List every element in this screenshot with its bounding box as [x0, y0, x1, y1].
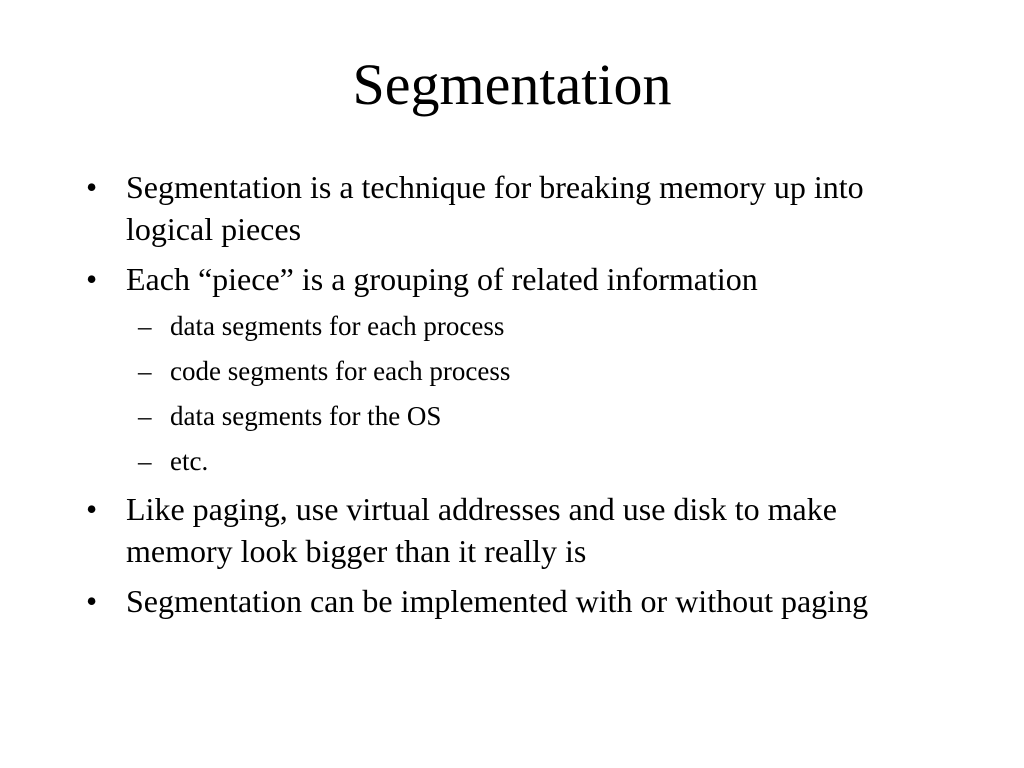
slide-title: Segmentation [352, 52, 672, 117]
bullet-item: • Segmentation can be implemented with o… [86, 580, 946, 622]
sub-bullet-item: – data segments for the OS [86, 398, 946, 434]
sub-bullet-text: data segments for the OS [170, 401, 442, 431]
bullet-text: Segmentation can be implemented with or … [126, 583, 869, 619]
sub-bullet-item: – code segments for each process [86, 353, 946, 389]
sub-bullet-text: data segments for each process [170, 311, 505, 341]
bullet-text: Segmentation is a technique for breaking… [126, 169, 864, 247]
bullet-list: • Segmentation is a technique for breaki… [86, 166, 946, 630]
bullet-marker: • [86, 583, 98, 619]
sub-bullet-item: – data segments for each process [86, 308, 946, 344]
sub-bullet-text: code segments for each process [170, 356, 511, 386]
sub-bullet-marker: – [138, 446, 152, 476]
sub-bullet-marker: – [138, 401, 152, 431]
sub-bullet-marker: – [138, 356, 152, 386]
bullet-marker: • [86, 261, 98, 297]
sub-bullet-item: – etc. [86, 443, 946, 479]
bullet-marker: • [86, 169, 98, 205]
sub-bullet-marker: – [138, 311, 152, 341]
sub-bullet-list: – data segments for each process – code … [86, 308, 946, 479]
bullet-text: Each “piece” is a grouping of related in… [126, 261, 758, 297]
bullet-item: • Each “piece” is a grouping of related … [86, 258, 946, 300]
bullet-item: • Segmentation is a technique for breaki… [86, 166, 946, 250]
bullet-text: Like paging, use virtual addresses and u… [126, 491, 837, 569]
bullet-item: • Like paging, use virtual addresses and… [86, 488, 946, 572]
bullet-marker: • [86, 491, 98, 527]
sub-bullet-text: etc. [170, 446, 209, 476]
